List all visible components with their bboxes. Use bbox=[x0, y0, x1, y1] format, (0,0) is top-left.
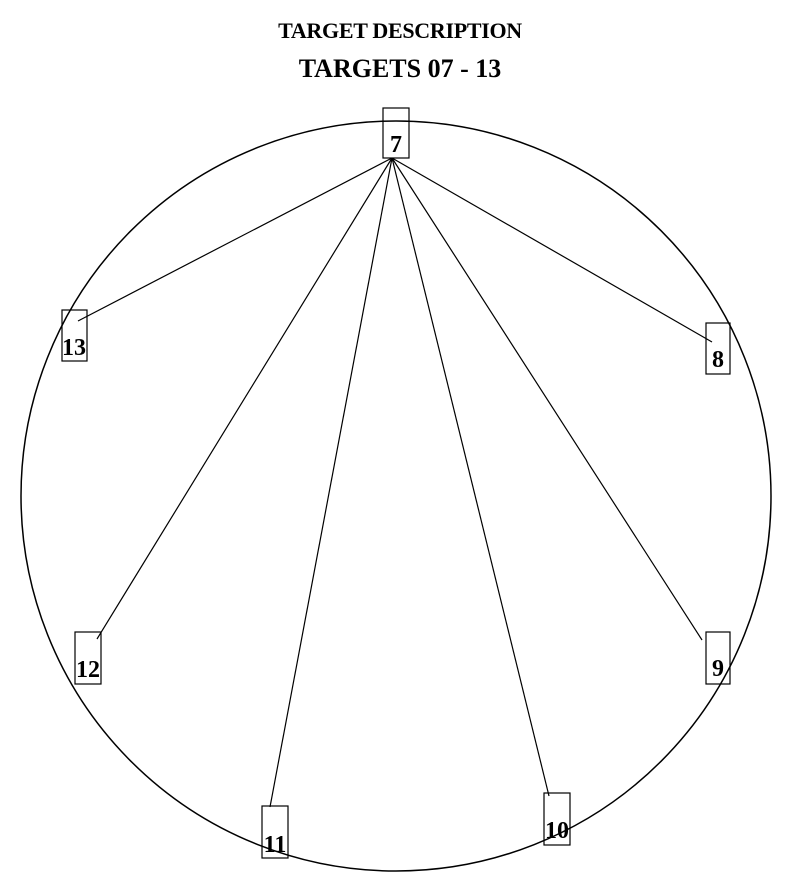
target-label-9: 9 bbox=[712, 656, 724, 682]
connection-line-7-10 bbox=[391, 157, 550, 797]
target-box-12 bbox=[74, 631, 102, 685]
target-box-8 bbox=[705, 322, 731, 375]
target-box-11 bbox=[261, 805, 289, 859]
target-box-7 bbox=[382, 107, 410, 159]
target-8: 8 bbox=[705, 322, 731, 375]
target-9: 9 bbox=[705, 631, 731, 685]
target-11: 11 bbox=[261, 805, 289, 859]
target-10: 10 bbox=[543, 792, 571, 846]
target-markers: 7 8 9 10 11 12 13 bbox=[61, 107, 731, 859]
page-title: TARGET DESCRIPTION bbox=[278, 18, 522, 43]
target-12: 12 bbox=[74, 631, 102, 685]
connection-lines bbox=[77, 157, 713, 808]
connection-line-7-11 bbox=[269, 157, 393, 808]
target-label-10: 10 bbox=[545, 818, 569, 844]
target-7: 7 bbox=[382, 107, 410, 159]
connection-line-7-13 bbox=[77, 157, 393, 322]
connection-line-7-12 bbox=[96, 157, 393, 640]
connection-line-7-8 bbox=[391, 157, 713, 343]
boundary-circle bbox=[20, 120, 772, 872]
connection-line-7-9 bbox=[391, 157, 703, 641]
target-box-9 bbox=[705, 631, 731, 685]
target-label-8: 8 bbox=[712, 347, 724, 373]
target-box-13 bbox=[61, 309, 88, 362]
target-box-10 bbox=[543, 792, 571, 846]
target-label-11: 11 bbox=[264, 832, 287, 858]
target-13: 13 bbox=[61, 309, 88, 362]
target-label-13: 13 bbox=[62, 335, 86, 361]
target-label-12: 12 bbox=[76, 657, 100, 683]
target-label-7: 7 bbox=[390, 132, 402, 158]
page-subtitle: TARGETS 07 - 13 bbox=[298, 54, 502, 83]
